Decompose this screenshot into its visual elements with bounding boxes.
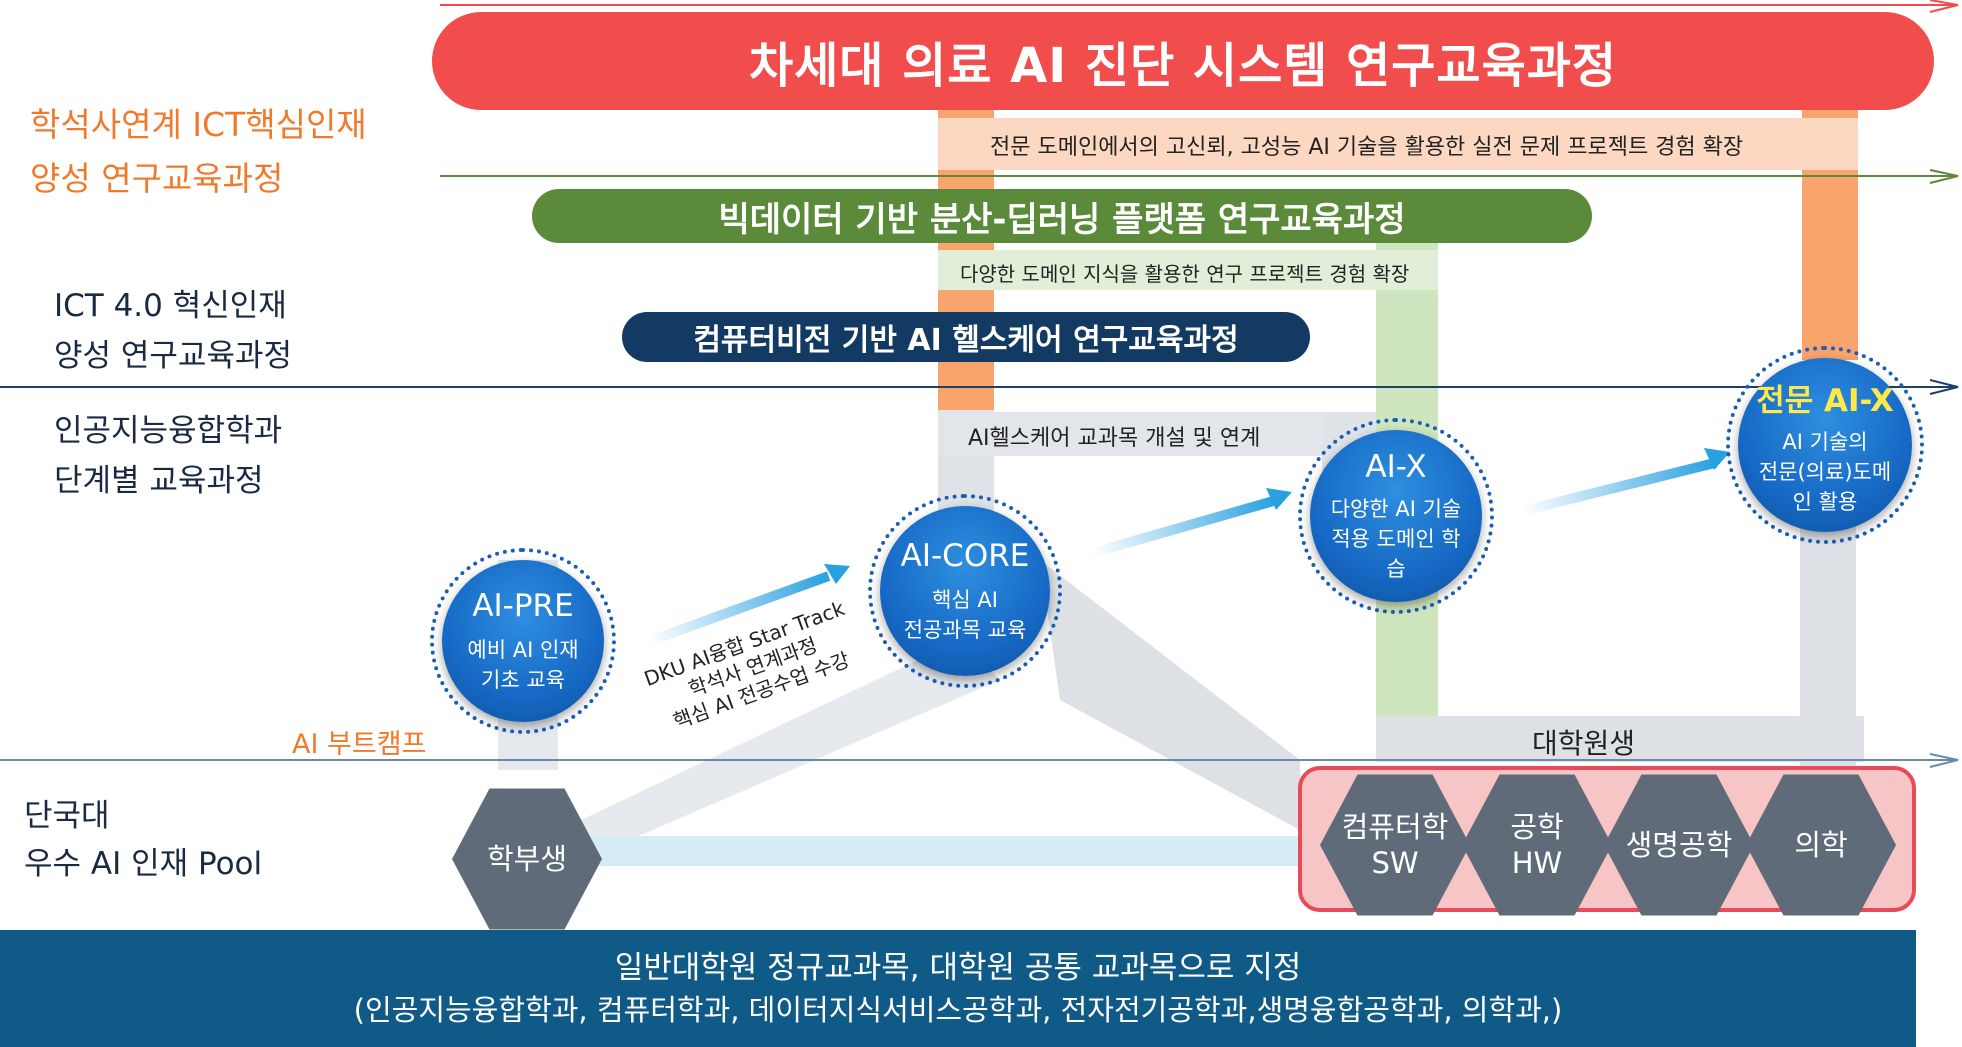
dept-hex-computer: 컴퓨터학 SW <box>1320 774 1470 916</box>
green-note: 다양한 도메인 지식을 활용한 연구 프로젝트 경험 확장 <box>960 262 1410 286</box>
expert-ai-x-circle: 전문 AI-X AI 기술의 전문(의료)도메 인 활용 <box>1738 358 1912 532</box>
dept-medicine-line1: 의학 <box>1794 827 1848 862</box>
expert-ai-x-line3: 인 활용 <box>1792 489 1858 514</box>
ai-core-ring <box>868 494 1062 688</box>
medical-ai-banner: 차세대 의료 AI 진단 시스템 연구교육과정 <box>432 12 1934 110</box>
arrowhead-pre-to-core-icon <box>824 564 850 584</box>
arrowhead-x-to-expert-icon <box>1704 448 1730 470</box>
label-pool-line2: 우수 AI 인재 Pool <box>24 846 263 882</box>
label-ict-core-line2: 양성 연구교육과정 <box>30 159 284 198</box>
expert-ai-x-line2: 전문(의료)도메 <box>1758 459 1892 484</box>
arrowhead-core-to-x-icon <box>1266 488 1292 510</box>
ai-core-line1: 핵심 AI <box>932 588 998 612</box>
label-ict-core-line1: 학석사연계 ICT핵심인재 <box>30 105 367 144</box>
undergrad-label: 학부생 <box>486 841 568 876</box>
gray-note: AI헬스케어 교과목 개설 및 연계 <box>968 426 1261 451</box>
flow-band-core-to-depts <box>1040 560 1300 830</box>
dept-hex-bioengineering: 생명공학 <box>1604 774 1754 916</box>
arrowhead-red <box>1929 0 1959 13</box>
dept-hex-medicine: 의학 <box>1746 774 1896 916</box>
ai-x-circle: AI-X 다양한 AI 기술 적용 도메인 학 습 <box>1310 430 1482 602</box>
dept-computer-line1: 컴퓨터학 <box>1341 809 1449 844</box>
arrowhead-navy <box>1929 379 1959 395</box>
expert-ai-x-ring <box>1726 346 1924 544</box>
ai-pre-line1: 예비 AI 인재 <box>467 638 579 662</box>
ai-pre-circle: AI-PRE 예비 AI 인재 기초 교육 <box>442 560 604 722</box>
arrowhead-slate <box>1929 753 1959 768</box>
dept-bioengineering-line1: 생명공학 <box>1625 827 1733 862</box>
flow-band-undergrad-to-depts <box>560 836 1300 866</box>
ai-pre-line2: 기초 교육 <box>481 668 565 692</box>
flow-band-expert-vertical <box>1800 520 1856 770</box>
ai-pre-ring <box>430 548 616 734</box>
undergrad-hex: 학부생 <box>452 788 602 930</box>
ai-pre-title: AI-PRE <box>472 588 574 624</box>
ai-x-title: AI-X <box>1365 449 1427 485</box>
grad-label: 대학원생 <box>1532 727 1636 760</box>
ai-core-line2: 전공과목 교육 <box>903 618 1027 642</box>
footer-line2: (인공지능융합학과, 컴퓨터학과, 데이터지식서비스공학과, 전자전기공학과,생… <box>353 992 1563 1027</box>
orange-note: 전문 도메인에서의 고신뢰, 고성능 AI 기술을 활용한 실전 문제 프로젝트… <box>990 135 1744 160</box>
dept-engineering-line2: HW <box>1511 846 1563 880</box>
dept-computer-line2: SW <box>1371 846 1419 880</box>
flow-band-green-horizontal <box>938 250 1438 290</box>
arrowhead-green <box>1929 169 1959 184</box>
ai-core-circle: AI-CORE 핵심 AI 전공과목 교육 <box>880 506 1050 676</box>
cv-healthcare-banner: 컴퓨터비전 기반 AI 헬스케어 연구교육과정 <box>622 312 1310 362</box>
ai-x-line1: 다양한 AI 기술 <box>1330 497 1462 521</box>
dept-engineering-line1: 공학 <box>1510 809 1564 844</box>
label-ai-dept-line2: 단계별 교육과정 <box>54 463 264 499</box>
flow-band-undergrad-to-core <box>560 640 1000 870</box>
ai-x-line2: 적용 도메인 학 <box>1331 527 1461 551</box>
ai-core-title: AI-CORE <box>900 538 1030 574</box>
expert-ai-x-title: 전문 AI-X <box>1756 382 1894 419</box>
bigdata-banner: 빅데이터 기반 분산-딥러닝 플랫폼 연구교육과정 <box>532 189 1592 243</box>
flow-band-orange-horizontal <box>938 118 1858 170</box>
footer-bar: 일반대학원 정규교과목, 대학원 공통 교과목으로 지정 (인공지능융합학과, … <box>0 930 1916 1047</box>
footer-line1: 일반대학원 정규교과목, 대학원 공통 교과목으로 지정 <box>614 949 1302 986</box>
label-ai-dept-line1: 인공지능융합학과 <box>54 413 283 449</box>
label-pool-line1: 단국대 <box>24 798 110 834</box>
label-ict40-line1: ICT 4.0 혁신인재 <box>54 288 287 324</box>
ai-x-line3: 습 <box>1386 557 1406 581</box>
dept-hex-engineering: 공학 HW <box>1462 774 1612 916</box>
label-ict40-line2: 양성 연구교육과정 <box>54 338 293 374</box>
flow-band-gray-horizontal <box>938 412 1378 456</box>
ai-x-ring <box>1298 418 1494 614</box>
expert-ai-x-line1: AI 기술의 <box>1782 429 1868 454</box>
flow-band-grad-horizontal <box>1376 716 1864 762</box>
label-bootcamp: AI 부트캠프 <box>292 729 427 760</box>
